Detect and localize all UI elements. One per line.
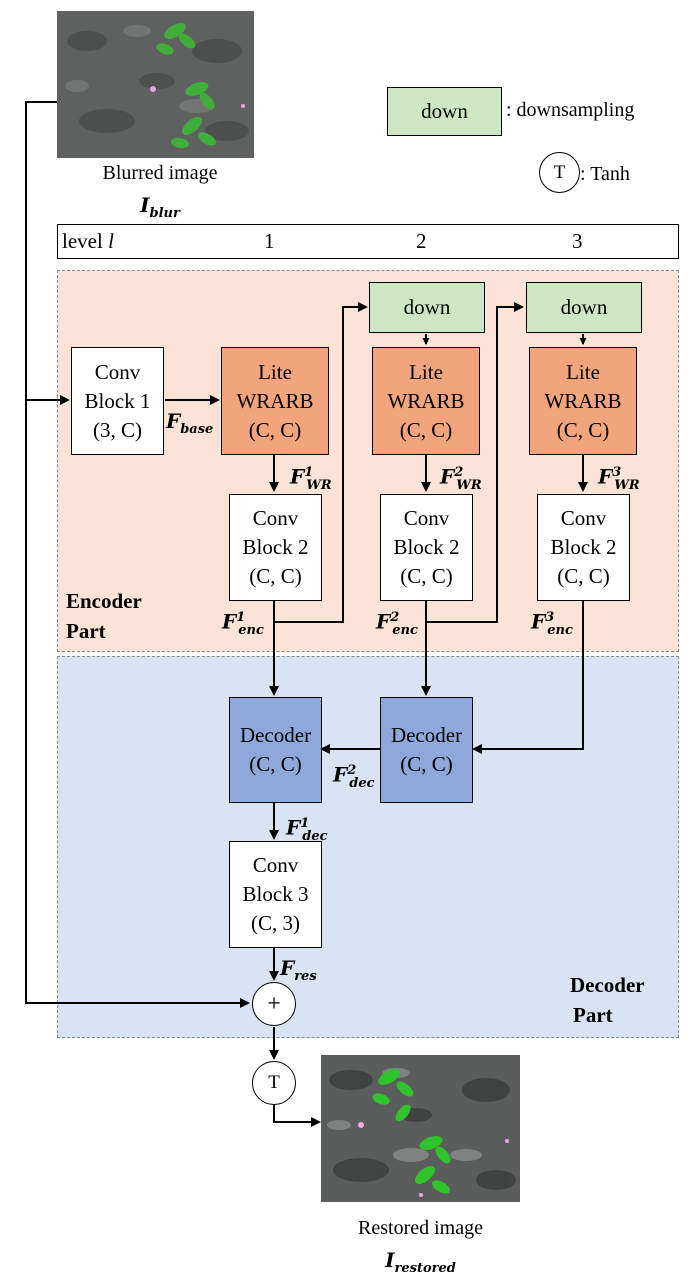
restored-image-caption: Restored image Irestored [358, 1217, 483, 1276]
feature-f-base: Fbase [166, 409, 214, 437]
level-value-3: 3 [572, 229, 583, 253]
down-block-level-2: down [369, 282, 485, 333]
add-operator: + [252, 982, 296, 1026]
feature-f-dec-2: F2dec [333, 762, 375, 791]
legend-down-desc: : downsampling [506, 99, 635, 121]
tanh-operator: T [252, 1061, 296, 1105]
feature-f-res: Fres [280, 956, 317, 984]
level-bar [57, 224, 679, 259]
feature-f-wr-3: F3WR [598, 464, 640, 493]
feature-f-wr-2: F2WR [440, 464, 482, 493]
feature-f-dec-1: F1dec [286, 815, 328, 844]
level-label: level l [62, 229, 114, 253]
level-value-2: 2 [416, 229, 427, 253]
feature-f-enc-2: F2enc [376, 609, 418, 638]
blurred-image-caption: Blurred image Iblur [102, 162, 218, 221]
legend-tanh-icon: T [539, 152, 580, 193]
feature-f-enc-3: F3enc [531, 609, 573, 638]
legend-tanh-desc: : Tanh [580, 163, 630, 185]
decoder-block-level-2: Decoder(C, C) [380, 697, 473, 803]
decoder-region [57, 656, 679, 1038]
level-value-1: 1 [264, 229, 275, 253]
restored-image [321, 1055, 520, 1202]
decoder-block-level-1: Decoder(C, C) [229, 697, 322, 803]
down-block-level-3: down [526, 282, 642, 333]
feature-f-enc-1: F1enc [222, 609, 264, 638]
blurred-image [57, 11, 254, 158]
legend-down-block: down [387, 87, 502, 136]
feature-f-wr-1: F1WR [290, 464, 332, 493]
